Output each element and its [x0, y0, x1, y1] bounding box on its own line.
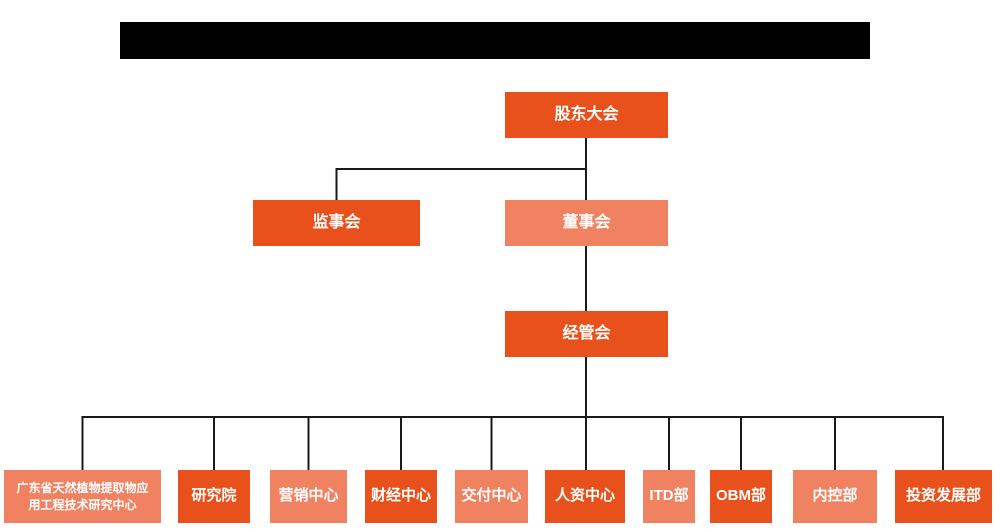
node-dept-internal-control: 内控部 — [793, 470, 877, 523]
node-dept-investment-development: 投资发展部 — [895, 470, 992, 523]
node-dept-hr-center: 人资中心 — [545, 470, 625, 523]
node-supervisory-board: 监事会 — [253, 200, 420, 246]
connector-management-to-departments — [81, 357, 944, 470]
node-dept-marketing-center: 营销中心 — [270, 470, 347, 523]
node-management-committee: 经管会 — [505, 311, 668, 357]
node-dept-research-institute: 研究院 — [178, 470, 250, 523]
node-shareholders-meeting: 股东大会 — [505, 92, 668, 138]
node-dept-obm: OBM部 — [710, 470, 772, 523]
node-dept-delivery-center: 交付中心 — [455, 470, 528, 523]
connector-shareholders-to-level2 — [335, 138, 587, 200]
node-dept-finance-center: 财经中心 — [365, 470, 437, 523]
node-dept-guangdong-plant-extract-research-center: 广东省天然植物提取物应用工程技术研究中心 — [4, 470, 161, 523]
node-board-of-directors: 董事会 — [505, 200, 668, 246]
node-dept-itd: ITD部 — [643, 470, 695, 523]
redacted-title-bar — [120, 22, 870, 59]
